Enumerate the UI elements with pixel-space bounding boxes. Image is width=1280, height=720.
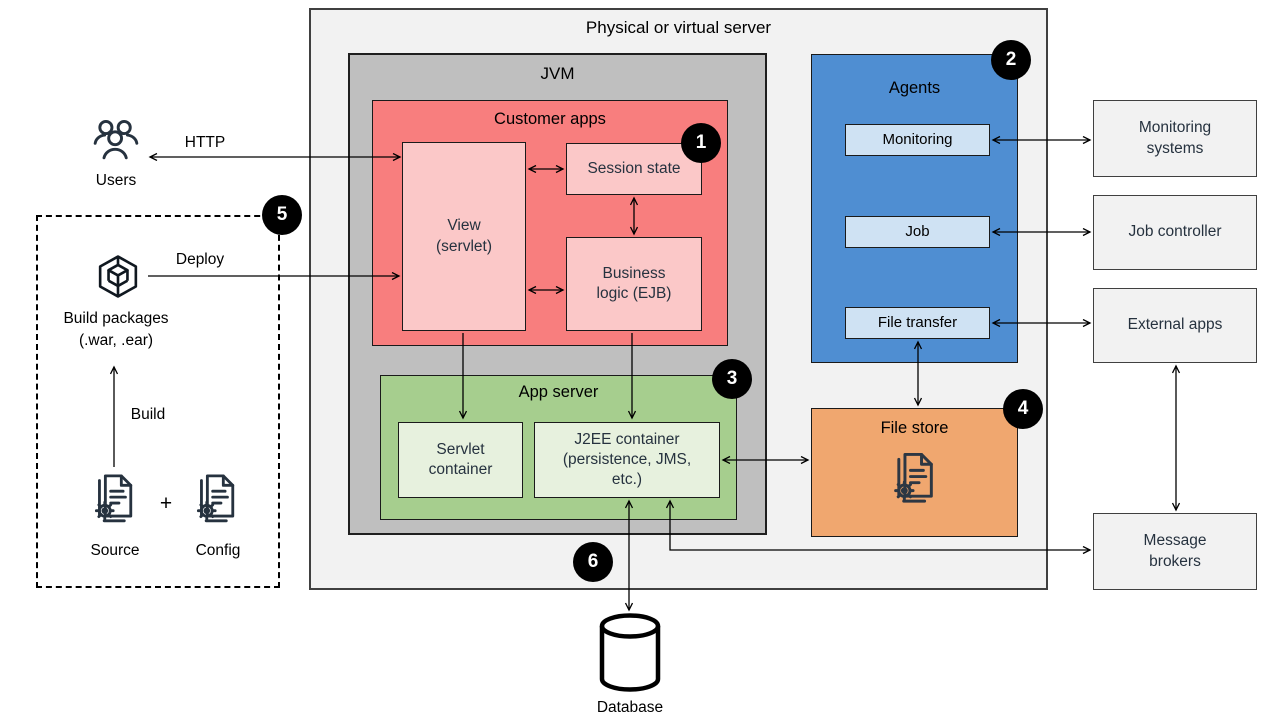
config-label: Config [195,542,241,559]
j2ee-container-node: J2EE container (persistence, JMS, etc.) [534,422,720,498]
source-document-gear-icon [90,472,142,527]
servlet-container-node: Servlet container [398,422,523,498]
badge-1: 1 [681,123,721,163]
badge-3: 3 [712,359,752,399]
session-state-node: Session state [566,143,702,195]
build-pipeline-container [36,215,280,588]
http-label: HTTP [184,134,226,151]
badge-2: 2 [991,40,1031,80]
app-server-title: App server [518,383,599,401]
build-label: Build [130,406,166,423]
database-label: Database [596,699,664,716]
config-document-gear-icon [192,472,244,527]
job-agent-node: Job [845,216,990,248]
business-logic-node: Business logic (EJB) [566,237,702,331]
badge-5: 5 [262,195,302,235]
file-transfer-agent-node: File transfer [845,307,990,339]
customer-apps-title: Customer apps [494,110,606,128]
users-icon [92,118,140,161]
job-controller-node: Job controller [1093,195,1257,270]
database-cylinder-icon [598,613,662,693]
badge-4: 4 [1003,389,1043,429]
build-packages-label: Build packages (.war, .ear) [63,310,169,350]
badge-6: 6 [573,542,613,582]
jvm-title: JVM [540,64,575,83]
external-apps-node: External apps [1093,288,1257,363]
source-label: Source [90,542,140,559]
view-servlet-node: View (servlet) [402,142,526,331]
deploy-label: Deploy [175,251,225,268]
message-brokers-node: Message brokers [1093,513,1257,590]
monitoring-agent-node: Monitoring [845,124,990,156]
plus-sign: + [159,492,173,515]
users-label: Users [95,172,137,189]
file-store-document-gear-icon [889,450,943,508]
file-store-title: File store [880,419,949,437]
package-cube-icon [97,254,139,299]
monitoring-systems-node: Monitoring systems [1093,100,1257,177]
agents-title: Agents [888,79,941,97]
server-title: Physical or virtual server [585,18,772,37]
